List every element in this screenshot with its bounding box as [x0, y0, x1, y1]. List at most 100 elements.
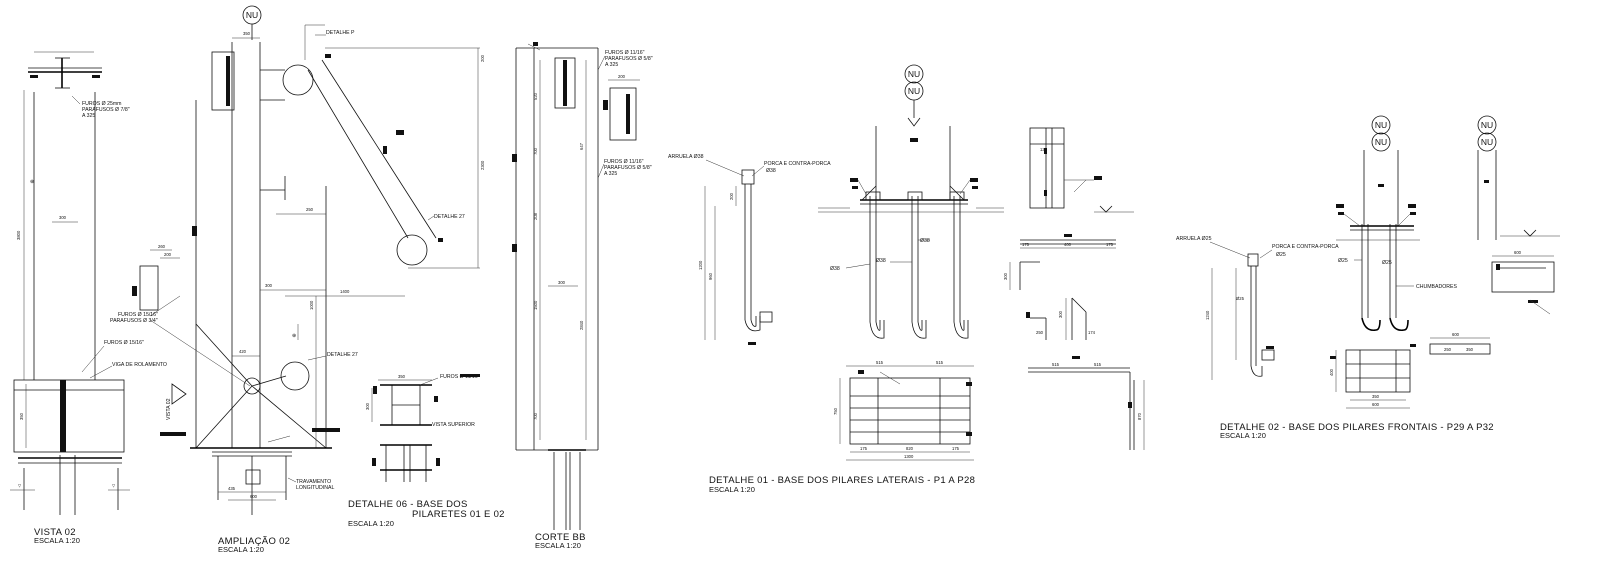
level-left: ▽ — [18, 483, 22, 488]
ampliacao-02-title: AMPLIAÇÃO 02 — [218, 536, 290, 547]
dim-300g: 300 — [1058, 310, 1063, 318]
note-furos-1116b: FUROS Ø 11/16" — [605, 50, 645, 56]
nu-label-3: NU — [908, 86, 920, 96]
detalhe-06-group: 350 300 FUROS Ø 11/16" VISTA SUPERIOR DE… — [348, 374, 505, 528]
dim-400b: 400 — [1329, 368, 1334, 376]
dim-820: 820 — [906, 446, 914, 451]
nu-label-2: NU — [908, 69, 920, 79]
note-d38-d: Ø38 — [920, 238, 930, 244]
note-d25-a: Ø25 — [1276, 252, 1286, 258]
dim-175d: 175 — [1106, 242, 1114, 247]
corte-bb-group: 520 700 208 1500 700 2840 647 300 FUROS … — [512, 42, 653, 550]
note-vista02-side: VISTA 02 — [166, 398, 172, 420]
note-travamento: TRAVAMENTO — [296, 479, 331, 485]
dim-250b: 250 — [1036, 330, 1044, 335]
note-a325c: A 325 — [604, 171, 617, 177]
dim-260: 260 — [158, 244, 166, 249]
vista-02-group: 3800 300 FUROS Ø 25mm PARAFUSOS Ø 7/8" A… — [10, 51, 167, 545]
note-porca-contra: PORCA E CONTRA-PORCA — [764, 161, 831, 167]
dim-175a: 175 — [860, 446, 868, 451]
dim-d25-label: Ø25 — [1236, 296, 1245, 301]
note-furos-1116: FUROS Ø 11/16" — [440, 374, 480, 380]
dim-1400: 1400 — [340, 289, 350, 294]
corte-bb-title: CORTE BB — [535, 532, 586, 543]
detalhe-06-title-2: PILARETES 01 E 02 — [412, 509, 505, 520]
note-small-1: ⊕ — [30, 179, 34, 185]
dim-250: 250 — [306, 207, 314, 212]
dim-130: 130 — [1040, 147, 1048, 152]
note-d25-b: Ø25 — [1338, 258, 1348, 264]
dim-200d: 200 — [729, 192, 734, 200]
note-arruela-25: ARRUELA Ø25 — [1176, 236, 1212, 242]
detalhe-02-group: ARRUELA Ø25 PORCA E CONTRA-PORCA Ø25 124… — [1176, 115, 1560, 440]
note-parafusos-34: PARAFUSOS Ø 3/4" — [110, 318, 158, 324]
dim-350d: 350 — [1372, 394, 1380, 399]
dim-300f: 300 — [1003, 272, 1008, 280]
nu-label-6: NU — [1481, 120, 1493, 130]
dim-3800: 3800 — [16, 230, 21, 240]
note-porca-contra2: PORCA E CONTRA-PORCA — [1272, 244, 1339, 250]
note-viga-rolamento: VIGA DE ROLAMENTO — [112, 362, 167, 368]
ampliacao-02-scale: ESCALA 1:20 — [218, 545, 264, 554]
dim-1240: 1240 — [1205, 310, 1210, 320]
note-furos-1516b: FUROS Ø 15/16" — [104, 340, 144, 346]
dim-960: 960 — [708, 272, 713, 280]
detalhe-01-group: ARRUELA Ø38 PORCA E CONTRA-PORCA Ø38 120… — [668, 64, 1145, 494]
dim-520: 520 — [533, 92, 538, 100]
note-d38-a: Ø38 — [766, 168, 776, 174]
note-parafusos-78: PARAFUSOS Ø 7/8" — [82, 107, 130, 113]
dim-350c: 350 — [398, 374, 406, 379]
nu-label-1: NU — [246, 10, 258, 20]
nu-label-7: NU — [1481, 137, 1493, 147]
note-furos-25: FUROS Ø 25mm — [82, 101, 122, 107]
note-phi-bottom: ⊕ — [292, 333, 296, 339]
note-a325: A 325 — [82, 113, 95, 119]
dim-1300: 1300 — [904, 454, 914, 459]
note-furos-1116c: FUROS Ø 11/16" — [604, 159, 644, 165]
note-detalhe-p: DETALHE P — [326, 30, 355, 36]
dim-1000: 1000 — [309, 300, 314, 310]
note-vista-superior: VISTA SUPERIOR — [432, 422, 475, 428]
dim-300c: 300 — [265, 283, 273, 288]
note-d25-c: Ø25 — [1382, 260, 1392, 266]
dim-175c: 175 — [1022, 242, 1030, 247]
dim-350b: 350 — [243, 31, 251, 36]
dim-174: 174 — [1088, 330, 1096, 335]
anchor-rods-left — [869, 196, 969, 339]
note-parafusos-58b: PARAFUSOS Ø 5/8" — [604, 165, 652, 171]
dim-700b: 700 — [533, 412, 538, 420]
dim-350e: 350 — [1466, 347, 1474, 352]
note-a325b: A 325 — [605, 62, 618, 68]
note-chumbadores: CHUMBADORES — [1416, 284, 1457, 290]
nu-label-4: NU — [1375, 120, 1387, 130]
dim-1500: 1500 — [533, 300, 538, 310]
dim-2300: 2300 — [480, 160, 485, 170]
note-furos-1516: FUROS Ø 15/16" — [118, 312, 158, 318]
dim-600: 600 — [250, 494, 258, 499]
note-arruela-38: ARRUELA Ø38 — [668, 154, 704, 160]
dim-647: 647 — [579, 142, 584, 150]
detalhe-06-title-1: DETALHE 06 - BASE DOS — [348, 499, 468, 510]
dim-700: 700 — [533, 147, 538, 155]
dim-1200: 1200 — [698, 260, 703, 270]
detalhe-06-scale: ESCALA 1:20 — [348, 519, 394, 528]
dim-300: 300 — [59, 215, 67, 220]
nu-label-5: NU — [1375, 137, 1387, 147]
dim-420: 420 — [239, 349, 247, 354]
corte-bb-scale: ESCALA 1:20 — [535, 541, 581, 550]
dim-250c: 250 — [1444, 347, 1452, 352]
note-d38-b: Ø38 — [830, 266, 840, 272]
dim-435: 435 — [228, 486, 236, 491]
dim-2840: 2840 — [579, 320, 584, 330]
dim-400: 400 — [1064, 242, 1072, 247]
note-d38-c: Ø38 — [876, 258, 886, 264]
dim-515b: 515 — [936, 360, 944, 365]
dim-200c: 200 — [618, 74, 626, 79]
dim-300d: 300 — [365, 402, 370, 410]
dim-515a: 515 — [876, 360, 884, 365]
dim-200: 200 — [480, 54, 485, 62]
dim-175b: 175 — [952, 446, 960, 451]
dim-600d: 600 — [1452, 332, 1460, 337]
vista-02-title: VISTA 02 — [34, 527, 76, 538]
